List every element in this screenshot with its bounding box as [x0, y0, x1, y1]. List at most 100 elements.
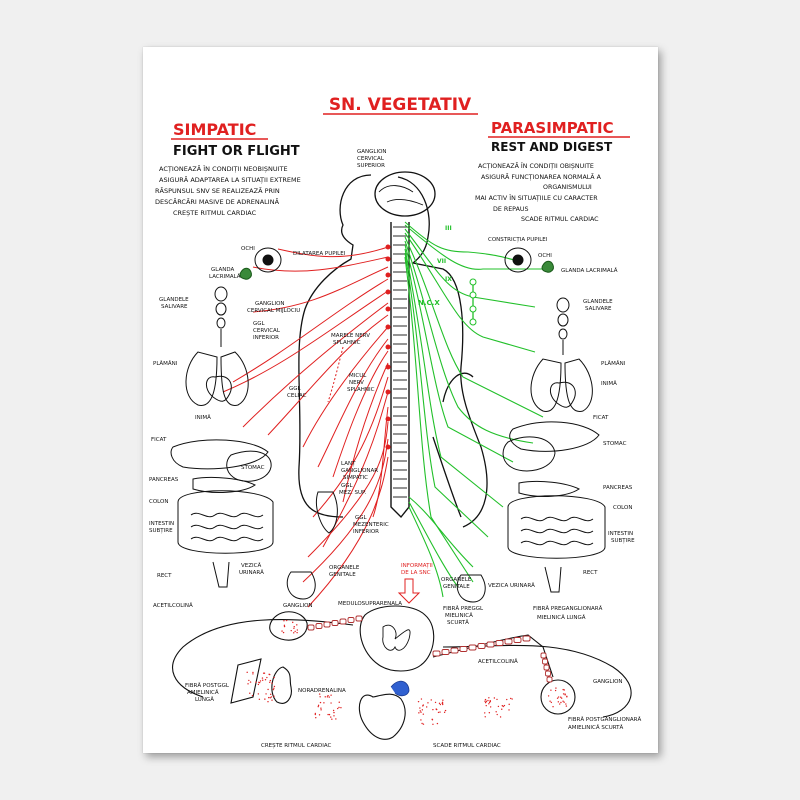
informatii-arrow	[397, 578, 421, 604]
right-colon	[507, 495, 606, 559]
label-ochi-right: OCHI	[538, 253, 552, 259]
label-noradrenalina: NORADRENALINA	[298, 688, 346, 694]
right-pancreas	[518, 480, 580, 497]
left-pancreas	[192, 476, 256, 493]
left-desc-line: ASIGURĂ ADAPTAREA LA SITUAȚII EXTREME	[159, 175, 301, 185]
sympathetic-nerves	[222, 246, 389, 608]
right-stomach	[502, 436, 556, 472]
label-plamani-right: PLĂMÂNI	[601, 360, 626, 367]
right-desc-line: MAI ACTIV ÎN SITUAȚIILE CU CARACTER	[475, 193, 598, 203]
right-small-intestine	[520, 516, 594, 546]
fiber-left-loop	[172, 618, 354, 698]
left-desc-line: CREȘTE RITMUL CARDIAC	[173, 209, 257, 217]
rest-and-digest: REST AND DIGEST	[491, 140, 613, 154]
left-salivary-glands	[214, 286, 228, 347]
left-colon	[177, 490, 274, 554]
right-liver	[509, 421, 600, 452]
right-ganglion	[540, 679, 576, 715]
label-stomac-left: STOMAC	[241, 465, 265, 471]
left-desc-line: RĂSPUNSUL SNV SE REALIZEAZĂ PRIN	[155, 186, 280, 195]
heart-vessel	[390, 680, 410, 697]
left-desc-line: ACȚIONEAZĂ ÎN CONDIȚII NEOBIȘNUITE	[159, 164, 288, 174]
bottom-heart	[358, 693, 406, 740]
right-bladder	[456, 574, 486, 603]
label-glanda-right: GLANDA LACRIMALĂ	[561, 267, 618, 274]
neurotransmitter-dots	[246, 619, 568, 725]
right-eye	[504, 247, 532, 273]
poster-canvas: SN. VEGETATIV SIMPATIC FIGHT OR FLIGHT A…	[143, 47, 658, 753]
parasimpatic-heading: PARASIMPATIC	[491, 119, 614, 137]
left-desc-line: DESCĂRCĂRI MASIVE DE ADRENALINĂ	[155, 197, 280, 206]
label-ganglion-right: GANGLION	[593, 679, 623, 685]
label-plamani-left: PLĂMÂNI	[153, 360, 178, 367]
label-rect-right: RECT	[583, 570, 598, 576]
left-small-intestine	[190, 512, 264, 542]
label-vezica-right: VEZICA URINARĂ	[488, 582, 535, 589]
nerve-ix-label: IX	[445, 276, 452, 283]
right-lungs	[530, 358, 593, 412]
label-constrictia: CONSTRICȚIA PUPILEI	[488, 237, 548, 243]
myelin-segments-right	[432, 635, 553, 683]
label-acetilcolina-right: ACETILCOLINĂ	[478, 658, 518, 665]
right-desc-line: DE REPAUS	[493, 206, 529, 213]
spinal-cross-section	[359, 605, 435, 672]
adrenal-illustration	[230, 658, 292, 704]
label-colon-right: COLON	[613, 505, 632, 511]
vertebrae	[393, 226, 407, 498]
right-salivary-glands	[556, 297, 570, 355]
left-liver	[170, 439, 269, 470]
left-lacrimal-gland	[239, 267, 252, 280]
right-desc-line: ORGANISMULUI	[543, 184, 592, 191]
brain	[374, 171, 436, 217]
label-inima-right: INIMĂ	[601, 380, 617, 387]
label-pancreas-right: PANCREAS	[603, 485, 633, 491]
left-organs	[170, 247, 338, 600]
fight-or-flight: FIGHT OR FLIGHT	[173, 144, 300, 159]
ncx-label: N.C.X	[418, 299, 440, 307]
label-colon-left: COLON	[149, 499, 168, 505]
label-pancreas-left: PANCREAS	[149, 477, 179, 483]
parasympathetic-nerves	[404, 221, 544, 598]
sympathetic-ganglia	[385, 244, 391, 450]
label-ganglion-left: GANGLION	[283, 603, 313, 609]
right-heart	[550, 381, 576, 408]
nerve-iii-label: III	[445, 225, 452, 232]
left-heart	[206, 375, 232, 402]
right-rectum	[544, 566, 562, 593]
bottom-schematic	[172, 605, 632, 740]
nerve-vii-label: VII	[437, 258, 446, 265]
body-outline	[298, 171, 488, 528]
left-genitals	[315, 491, 338, 534]
label-stomac-right: STOMAC	[603, 441, 627, 447]
page-title: SN. VEGETATIV	[329, 95, 472, 115]
right-desc-line: ACȚIONEAZĂ ÎN CONDIȚII OBIȘNUITE	[478, 161, 594, 171]
right-organs	[456, 247, 606, 603]
simpatic-heading: SIMPATIC	[173, 120, 256, 139]
label-scade: SCADE RITMUL CARDIAC	[433, 743, 501, 749]
label-ficat-right: FICAT	[593, 415, 609, 421]
label-acetilcolina-left: ACETILCOLINĂ	[153, 602, 193, 609]
left-rectum	[212, 561, 230, 588]
myelin-segments-left	[307, 615, 363, 631]
nervous-system-diagram: SN. VEGETATIV SIMPATIC FIGHT OR FLIGHT A…	[149, 95, 642, 749]
